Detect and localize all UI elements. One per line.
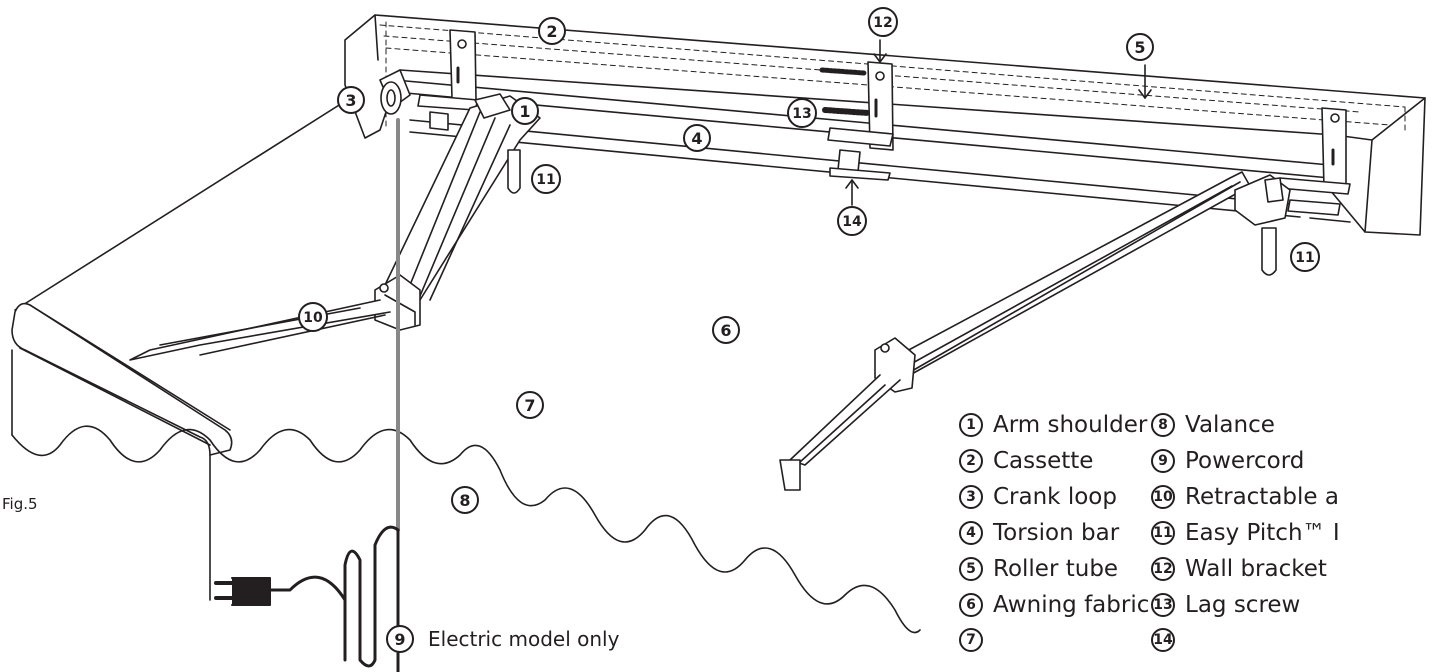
- legend-item-3: 3 Crank loop: [959, 484, 1117, 510]
- callouts: 1 2 3 4 5 6 7 8 9 10 11 11 12 13 14: [298, 7, 1320, 653]
- legend-label-1: Arm shoulder: [993, 412, 1148, 438]
- legend-label-8: Valance: [1185, 412, 1275, 438]
- legend-label-5: Roller tube: [993, 556, 1119, 582]
- arrows: [845, 39, 1152, 206]
- callout-11-left: 11: [531, 164, 561, 194]
- legend-item-1: 1 Arm shoulder: [959, 412, 1147, 438]
- legend-label-10: Retractable a: [1185, 484, 1339, 510]
- legend-label-2: Cassette: [993, 448, 1094, 474]
- crank-loop: [379, 69, 411, 115]
- callout-13-text: 13: [792, 106, 811, 122]
- legend-num-5: 5: [959, 557, 983, 581]
- legend-label-3: Crank loop: [993, 484, 1117, 510]
- legend-num-2: 2: [959, 449, 983, 473]
- legend-item-2: 2 Cassette: [959, 448, 1093, 474]
- legend-num-13: 13: [1151, 593, 1175, 617]
- callout-13: 13: [787, 98, 817, 128]
- callout-3: 3: [337, 86, 365, 114]
- legend-num-12: 12: [1151, 557, 1175, 581]
- legend-num-6: 6: [959, 593, 983, 617]
- legend-label-11: Easy Pitch™ I: [1185, 520, 1340, 546]
- legend-item-6: 6 Awning fabric: [959, 592, 1149, 618]
- legend-label-9: Powercord: [1185, 448, 1305, 474]
- parts-legend: 1 Arm shoulder 2 Cassette 3 Crank loop 4 Tor…: [953, 412, 1439, 672]
- lag-screw: [819, 67, 871, 116]
- legend-label-12: Wall bracket: [1185, 556, 1327, 582]
- callout-5-text: 5: [1134, 38, 1145, 57]
- callout-5: 5: [1126, 33, 1154, 61]
- callout-6-text: 6: [720, 321, 731, 340]
- legend-num-14: 14: [1151, 628, 1175, 652]
- callout-8-text: 8: [459, 491, 470, 510]
- legend-num-1: 1: [959, 413, 983, 437]
- legend-item-10: 10 Retractable a: [1151, 484, 1339, 510]
- legend-item-13: 13 Lag screw: [1151, 592, 1300, 618]
- callout-4-text: 4: [691, 129, 702, 148]
- callout-9-text: 9: [394, 630, 405, 649]
- legend-item-7: 7: [959, 628, 993, 652]
- wall-bracket-right: [1277, 107, 1351, 216]
- legend-label-6: Awning fabric: [993, 592, 1150, 618]
- legend-item-11: 11 Easy Pitch™ I: [1151, 520, 1340, 546]
- legend-num-8: 8: [1151, 413, 1175, 437]
- callout-11-right: 11: [1290, 242, 1320, 272]
- legend-item-14: 14: [1151, 628, 1185, 652]
- legend-num-7: 7: [959, 628, 983, 652]
- callout-2: 2: [538, 17, 566, 45]
- callout-11-right-text: 11: [1295, 250, 1314, 266]
- legend-num-9: 9: [1151, 449, 1175, 473]
- callout-10: 10: [298, 302, 328, 332]
- legend-num-10: 10: [1151, 485, 1175, 509]
- callout-1-text: 1: [519, 102, 530, 121]
- awning-fabric: [14, 94, 1351, 311]
- electric-model-note: Electric model only: [428, 627, 620, 651]
- callout-14-text: 14: [842, 214, 862, 230]
- retractable-arm-left: [104, 93, 541, 391]
- callout-12-text: 12: [873, 15, 892, 31]
- valance: [11, 349, 921, 634]
- legend-item-8: 8 Valance: [1151, 412, 1275, 438]
- legend-item-9: 9 Powercord: [1151, 448, 1304, 474]
- callout-7: 7: [516, 391, 544, 419]
- callout-12: 12: [868, 7, 898, 37]
- legend-label-13: Lag screw: [1185, 592, 1301, 618]
- callout-7-text: 7: [524, 396, 535, 415]
- legend-item-4: 4 Torsion bar: [959, 520, 1119, 546]
- callout-6: 6: [712, 316, 740, 344]
- legend-item-12: 12 Wall bracket: [1151, 556, 1327, 582]
- retractable-arm-right: [779, 171, 1291, 491]
- callout-10-text: 10: [303, 310, 323, 326]
- legend-num-3: 3: [959, 485, 983, 509]
- wall-bracket-center: [827, 61, 894, 181]
- legend-num-11: 11: [1151, 521, 1175, 545]
- callout-14: 14: [837, 206, 867, 236]
- callout-2-text: 2: [546, 22, 557, 41]
- callout-8: 8: [451, 486, 479, 514]
- legend-num-4: 4: [959, 521, 983, 545]
- callout-1: 1: [511, 97, 539, 125]
- legend-item-5: 5 Roller tube: [959, 556, 1118, 582]
- callout-9: 9: [386, 625, 414, 653]
- powercord: [214, 118, 400, 672]
- figure-label: Fig.5: [2, 495, 38, 513]
- callout-3-text: 3: [345, 91, 356, 110]
- callout-4: 4: [683, 124, 711, 152]
- callout-11-left-text: 11: [536, 172, 555, 188]
- legend-label-4: Torsion bar: [993, 520, 1120, 546]
